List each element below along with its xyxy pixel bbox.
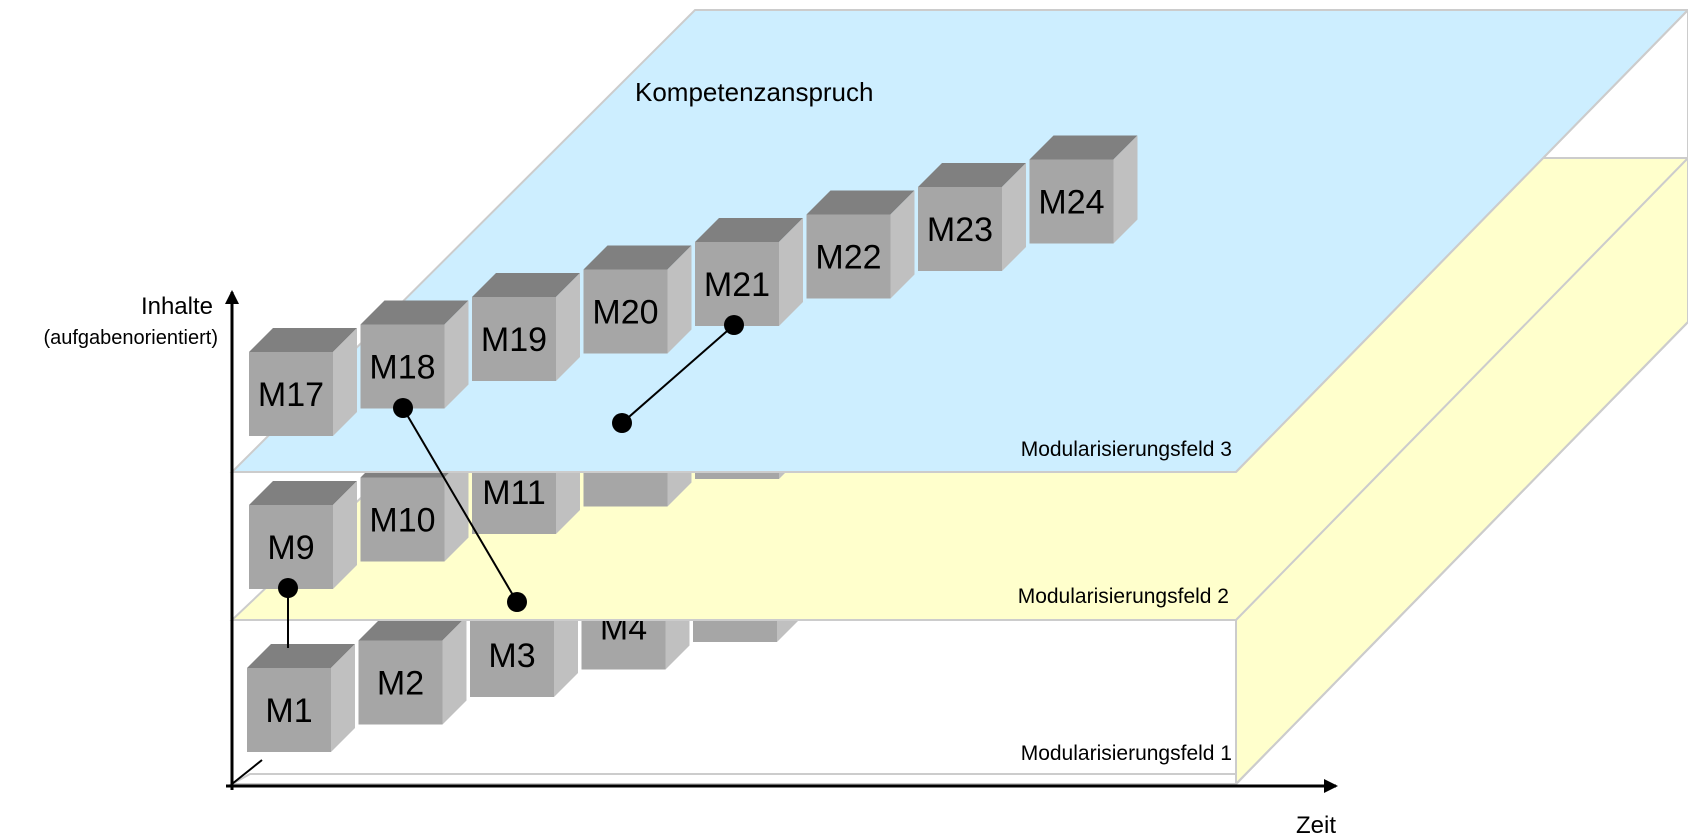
connector-m21-plane	[621, 324, 735, 424]
connector-dot	[507, 592, 527, 612]
cube-label: M23	[927, 211, 993, 249]
y-axis-label: Inhalte	[141, 293, 213, 320]
cube-front	[360, 477, 445, 562]
cube-label: M1	[265, 692, 312, 730]
field-2-label: Modularisierungsfeld 2	[1018, 585, 1229, 608]
cube-side	[667, 245, 692, 354]
field-2-back-edge	[1235, 321, 1688, 785]
chart-title: Kompetenzanspruch	[635, 77, 873, 107]
cube-m9: M9	[249, 481, 357, 589]
cube-top	[472, 273, 580, 297]
field-3-back-edge	[1235, 9, 1688, 473]
cube-side	[556, 273, 580, 381]
cube-front	[806, 214, 891, 299]
cube-label: M3	[488, 637, 535, 675]
field-3-label: Modularisierungsfeld 3	[1021, 438, 1232, 461]
cube-top	[249, 481, 357, 505]
field-1-label: Modularisierungsfeld 1	[1021, 742, 1232, 765]
cube-m24: M24	[1029, 135, 1138, 244]
cube-m21: M21	[695, 218, 803, 326]
cube-front	[470, 613, 554, 697]
connector-dot	[393, 398, 413, 418]
cube-label: M17	[258, 376, 324, 414]
connector-m18-m3	[402, 407, 518, 603]
cube-top	[918, 163, 1026, 187]
cube-top	[806, 190, 915, 215]
cube-label: M19	[481, 321, 547, 359]
cube-m18: M18	[360, 300, 469, 409]
cube-front	[360, 324, 445, 409]
cube-front	[249, 352, 333, 436]
cube-front	[1029, 159, 1114, 244]
cube-label: M22	[815, 239, 881, 277]
cube-top	[583, 245, 692, 270]
cube-front	[583, 269, 668, 354]
cube-m17: M17	[249, 328, 357, 436]
cube-side	[779, 218, 803, 326]
cube-side	[1002, 163, 1026, 271]
cube-m20: M20	[583, 245, 692, 354]
cube-side	[890, 190, 915, 299]
cube-m19: M19	[472, 273, 580, 381]
cube-front	[695, 242, 779, 326]
connector-dot	[612, 413, 632, 433]
cube-front	[358, 640, 443, 725]
cube-side	[1113, 135, 1138, 244]
cube-top	[695, 218, 803, 242]
cube-m1: M1	[247, 644, 355, 752]
cube-side	[333, 328, 357, 436]
cube-side	[331, 644, 355, 752]
cube-side	[444, 300, 469, 409]
cube-label: M10	[369, 502, 435, 540]
cube-top	[360, 300, 469, 325]
cube-label: M20	[592, 294, 658, 332]
cube-m2: M2	[358, 616, 467, 725]
cube-label: M21	[704, 266, 770, 304]
y-axis-sublabel: (aufgabenorientiert)	[43, 327, 218, 349]
cube-label: M24	[1038, 184, 1104, 222]
cube-top	[358, 616, 467, 641]
cube-label: M9	[267, 529, 314, 567]
cube-front	[918, 187, 1002, 271]
cube-front	[247, 668, 331, 752]
cube-label: M18	[369, 349, 435, 387]
cube-m23: M23	[918, 163, 1026, 271]
cube-top	[247, 644, 355, 668]
cube-side	[333, 481, 357, 589]
cube-top	[1029, 135, 1138, 160]
x-axis-label: Zeit	[1296, 812, 1336, 838]
cube-front	[472, 297, 556, 381]
connector-dot	[278, 578, 298, 598]
cube-front	[249, 505, 333, 589]
connector-m1-origin	[231, 759, 263, 785]
connectors	[231, 315, 744, 785]
cube-m22: M22	[806, 190, 915, 299]
cube-side	[444, 453, 469, 562]
cube-top	[249, 328, 357, 352]
cube-label: M2	[377, 665, 424, 703]
cube-side	[442, 616, 467, 725]
cube-label: M11	[482, 474, 546, 512]
connector-dot	[724, 315, 744, 335]
